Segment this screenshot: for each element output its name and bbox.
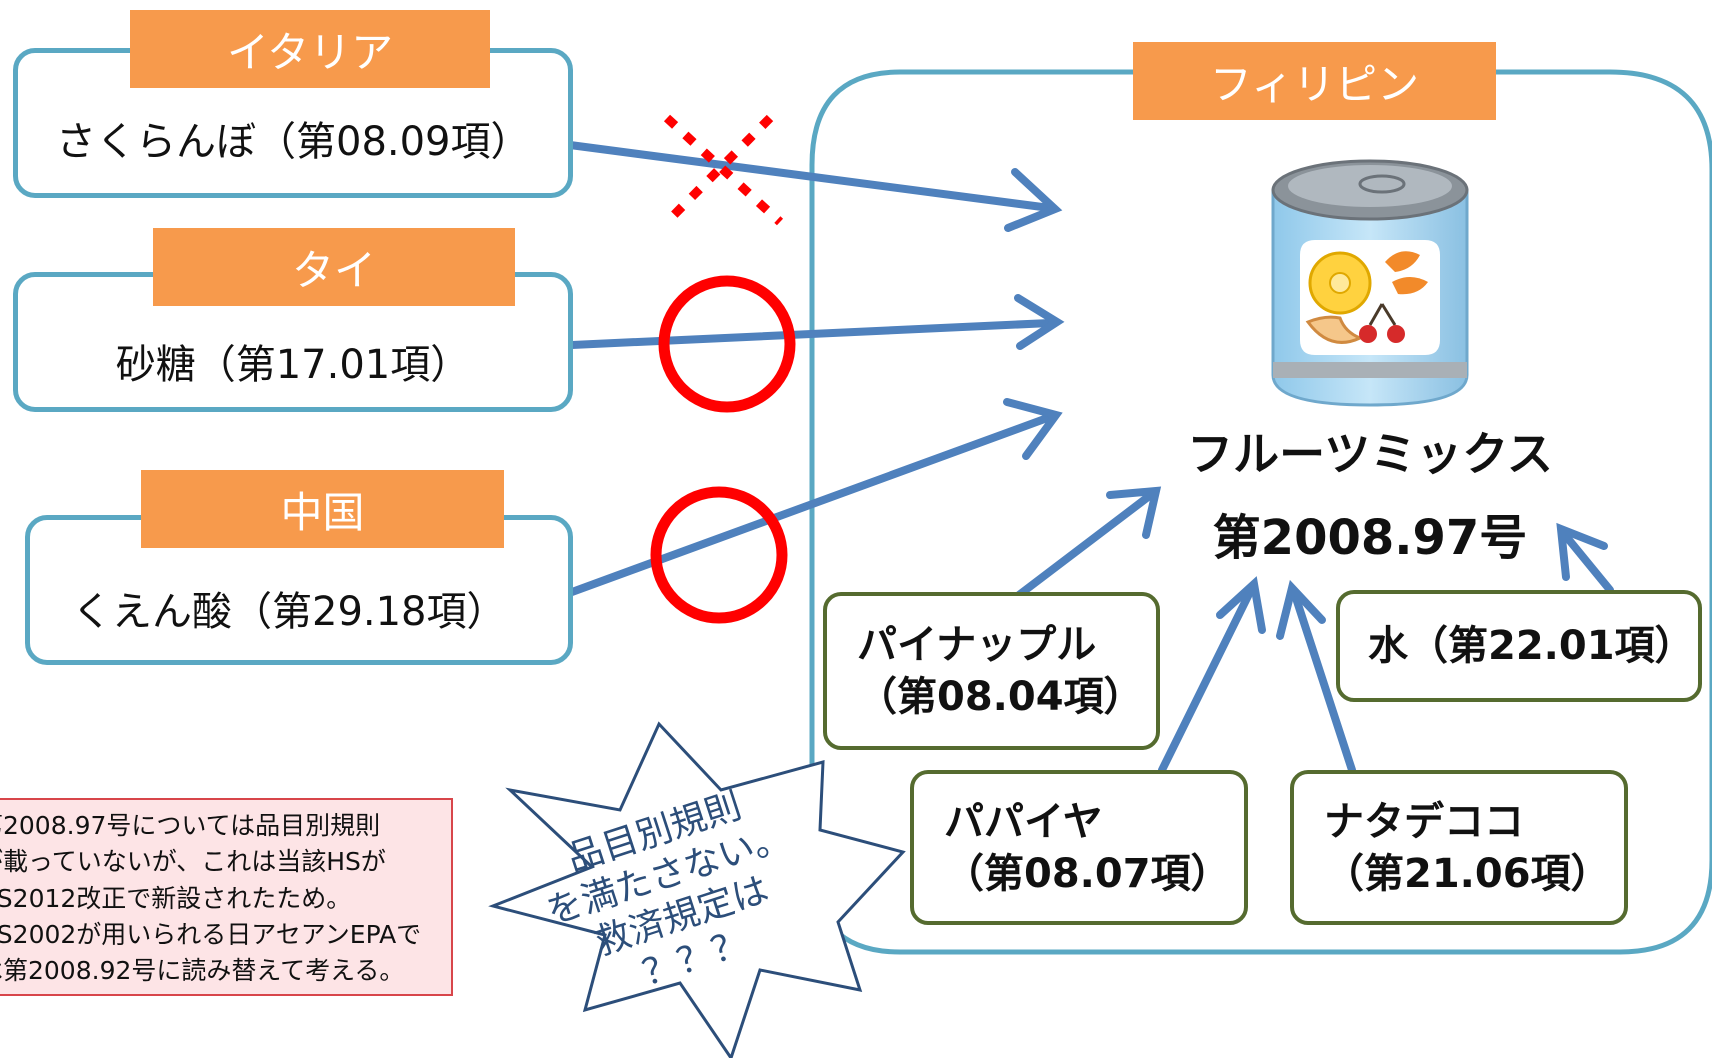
ingredient-box-pineapple: パイナップル （第08.04項）: [823, 592, 1160, 750]
arrow-pineapple: [1011, 490, 1156, 602]
ingredient-code-nata-de-coco: （第21.06項）: [1324, 850, 1611, 897]
arrowhead-thailand: [1014, 294, 1065, 350]
ingredient-box-papaya: パパイヤ （第08.07項）: [910, 770, 1248, 925]
cross-mark: [663, 114, 784, 226]
circle-mark-thailand: [658, 275, 796, 413]
country-label-italy: イタリア: [130, 10, 490, 88]
arrowhead-papaya: [1216, 576, 1266, 634]
arrow-nata-de-coco: [1290, 588, 1356, 774]
arrowhead-water: [1556, 522, 1608, 581]
ingredient-name-water: 水（第22.01項）: [1368, 623, 1695, 669]
country-label-thailand: タイ: [153, 228, 515, 306]
ingredient-name-pineapple: パイナップル: [857, 622, 1097, 668]
arrowhead-pineapple: [1106, 486, 1162, 539]
product-name: フルーツミックス: [1187, 427, 1553, 481]
note-line-3: HS2012改正で新設されたため。: [0, 883, 352, 913]
note-line-5: は第2008.92号に読み替えて考える。: [0, 956, 405, 985]
arrow-thailand: [568, 319, 1054, 349]
note-line-1: 第2008.97号については品目別規則: [0, 811, 381, 840]
origin-item-china: くえん酸（第29.18項）: [72, 589, 507, 635]
ingredient-arrows: [1011, 486, 1614, 774]
origin-item-thailand: 砂糖（第17.01項）: [115, 342, 471, 388]
note-line-4: HS2002が用いられる日アセアンEPAで: [0, 919, 422, 949]
arrowhead-nata-de-coco: [1276, 579, 1326, 640]
ingredient-name-nata-de-coco: ナタデココ: [1324, 798, 1524, 845]
ingredient-code-pineapple: （第08.04項）: [857, 674, 1144, 720]
ingredient-code-papaya: （第08.07項）: [944, 850, 1231, 897]
ingredient-box-nata-de-coco: ナタデココ （第21.06項）: [1290, 770, 1628, 925]
origin-item-italy: さくらんぼ（第08.09項）: [56, 119, 531, 165]
arrow-papaya: [1158, 584, 1256, 774]
philippines-frame: [809, 69, 1712, 955]
ingredient-name-papaya: パパイヤ: [944, 798, 1103, 845]
arrow-water: [1561, 531, 1614, 594]
note-line-2: が載っていないが、これは当該HSが: [0, 847, 386, 877]
product-code: 第2008.97号: [1212, 510, 1528, 566]
country-label-china: 中国: [141, 470, 504, 548]
arrowhead-italy: [1004, 168, 1063, 232]
arrowhead-china: [1003, 398, 1063, 460]
ingredient-box-water: 水（第22.01項）: [1336, 590, 1702, 702]
note-box: 第2008.97号については品目別規則 が載っていないが、これは当該HSが HS…: [0, 798, 453, 996]
arrow-italy: [566, 141, 1054, 212]
circle-mark-china: [650, 486, 788, 624]
canned-fruit-mix-icon: [1271, 159, 1469, 407]
country-label-philippines: フィリピン: [1133, 42, 1496, 120]
starburst-shape: [488, 721, 906, 1058]
